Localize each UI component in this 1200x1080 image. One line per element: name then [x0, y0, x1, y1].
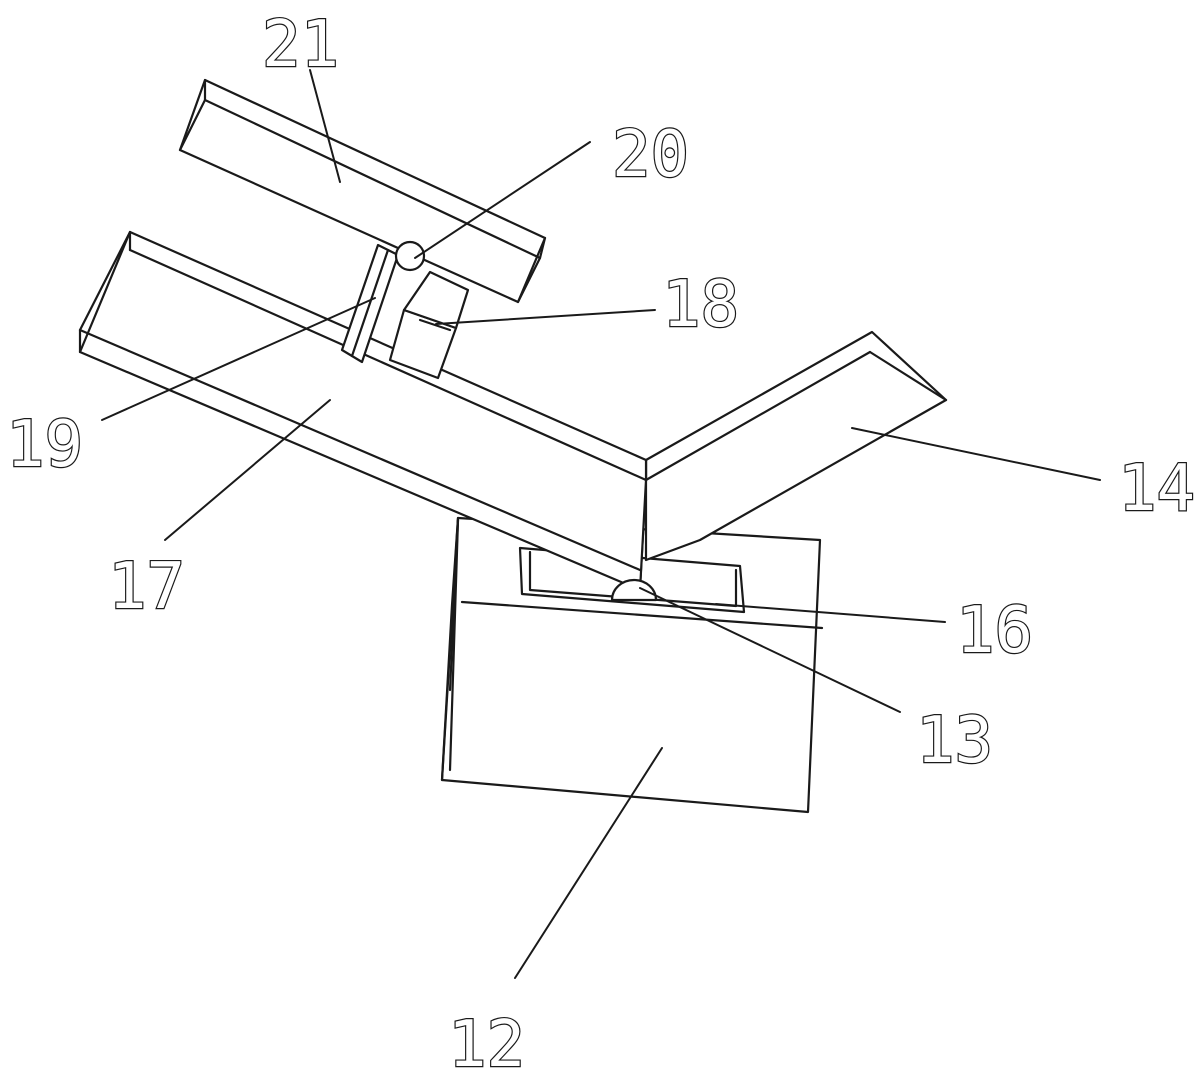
part-19-support-plate: [340, 243, 400, 364]
callout-19: 19: [6, 408, 83, 482]
leader-20: [414, 141, 591, 259]
callout-17: 17: [108, 550, 185, 624]
leader-17: [164, 399, 331, 541]
leader-lines: [101, 69, 1101, 979]
leader-14: [851, 427, 1101, 481]
part-20-upper-hinge: [394, 240, 426, 272]
callout-20: 20: [612, 118, 689, 192]
part-21-upper-bar: [178, 78, 547, 304]
callout-14: 14: [1118, 452, 1195, 526]
leader-18: [435, 309, 656, 325]
callout-12: 12: [448, 1008, 525, 1080]
leader-13: [639, 587, 901, 713]
callout-18: 18: [662, 268, 739, 342]
part-18-block: [388, 270, 470, 380]
callout-21: 21: [262, 8, 339, 82]
leader-21: [309, 69, 341, 183]
leader-12: [514, 747, 663, 979]
callout-16: 16: [956, 594, 1033, 668]
callout-13: 13: [916, 704, 993, 778]
leader-19: [101, 297, 376, 421]
leader-16: [715, 603, 946, 623]
part-17-left-arm: [78, 230, 648, 592]
callout-labels: 21 20 18 19 17 14 16 13 12: [5, 7, 1196, 1080]
